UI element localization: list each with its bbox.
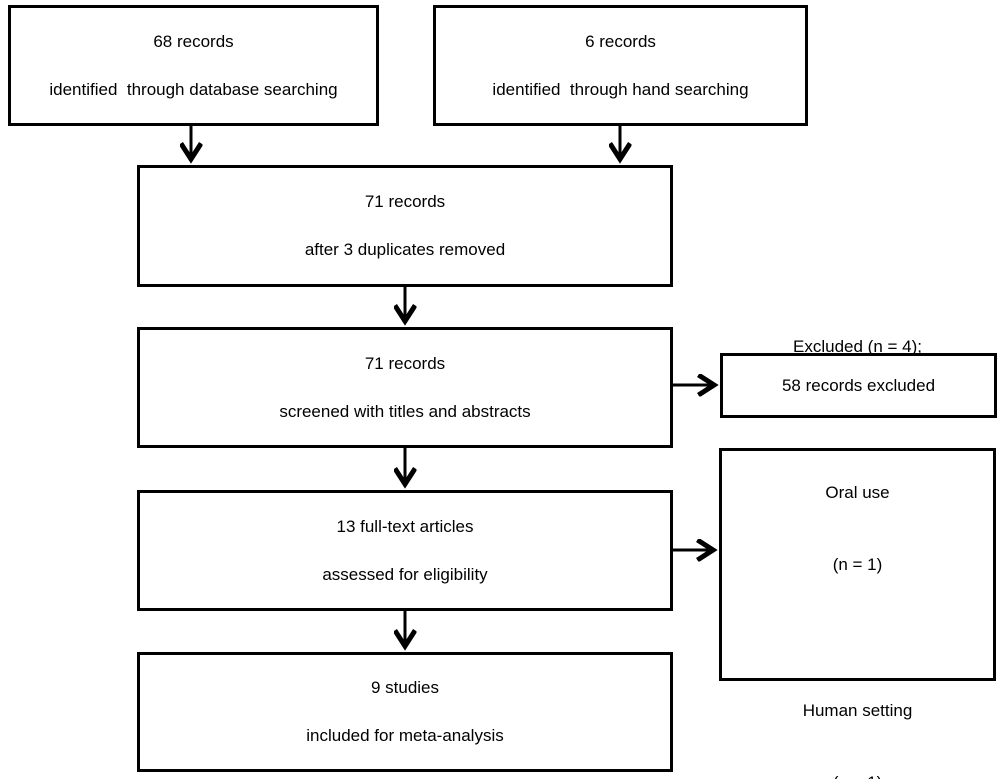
box-text-line: 6 records bbox=[585, 31, 656, 51]
box-text-line: Human setting bbox=[802, 700, 913, 720]
exclusion-reason-group: Human setting (n = 1) bbox=[803, 651, 913, 779]
box-text-line: included for meta-analysis bbox=[306, 726, 504, 745]
box-text-line: (n = 1) bbox=[832, 554, 883, 574]
box-text-line: after 3 duplicates removed bbox=[304, 240, 506, 259]
box-text-line: Oral use bbox=[825, 482, 890, 502]
box-screened-records: 71 records screened with titles and abst… bbox=[137, 327, 673, 448]
box-fulltext-articles: 13 full-text articles assessed for eligi… bbox=[137, 490, 673, 611]
box-text-line: 68 records bbox=[153, 31, 234, 51]
box-text-line: assessed for eligibility bbox=[322, 564, 488, 584]
box-text-line: 71 records bbox=[364, 192, 446, 211]
box-text-line: 71 records bbox=[364, 353, 446, 373]
exclusion-reason-group: Excluded (n = 4); bbox=[793, 287, 922, 407]
box-text-line: (n = 1) bbox=[803, 771, 913, 779]
box-merged-records: 71 records after 3 duplicates removed bbox=[137, 165, 673, 287]
box-included-studies: 9 studies included for meta-analysis bbox=[137, 652, 673, 772]
box-text-line: identified through hand searching bbox=[492, 79, 749, 99]
box-text-line: 9 studies bbox=[370, 678, 440, 697]
box-text-line: 58 records excluded bbox=[781, 375, 936, 395]
box-records-excluded: 58 records excluded bbox=[720, 353, 997, 418]
box-text-line: identified through database searching bbox=[49, 79, 338, 99]
box-text-line: screened with titles and abstracts bbox=[279, 401, 531, 421]
box-text-line: 13 full-text articles bbox=[336, 516, 474, 536]
box-hand-search-records: 6 records identified through hand search… bbox=[433, 5, 808, 126]
box-exclusion-reasons: Excluded (n = 4); Oral use (n = 1) Human… bbox=[719, 337, 996, 779]
exclusion-reason-group: Oral use (n = 1) bbox=[825, 433, 889, 625]
box-database-records: 68 records identified through database s… bbox=[8, 5, 379, 126]
box-text-line: Excluded (n = 4); bbox=[793, 336, 922, 356]
